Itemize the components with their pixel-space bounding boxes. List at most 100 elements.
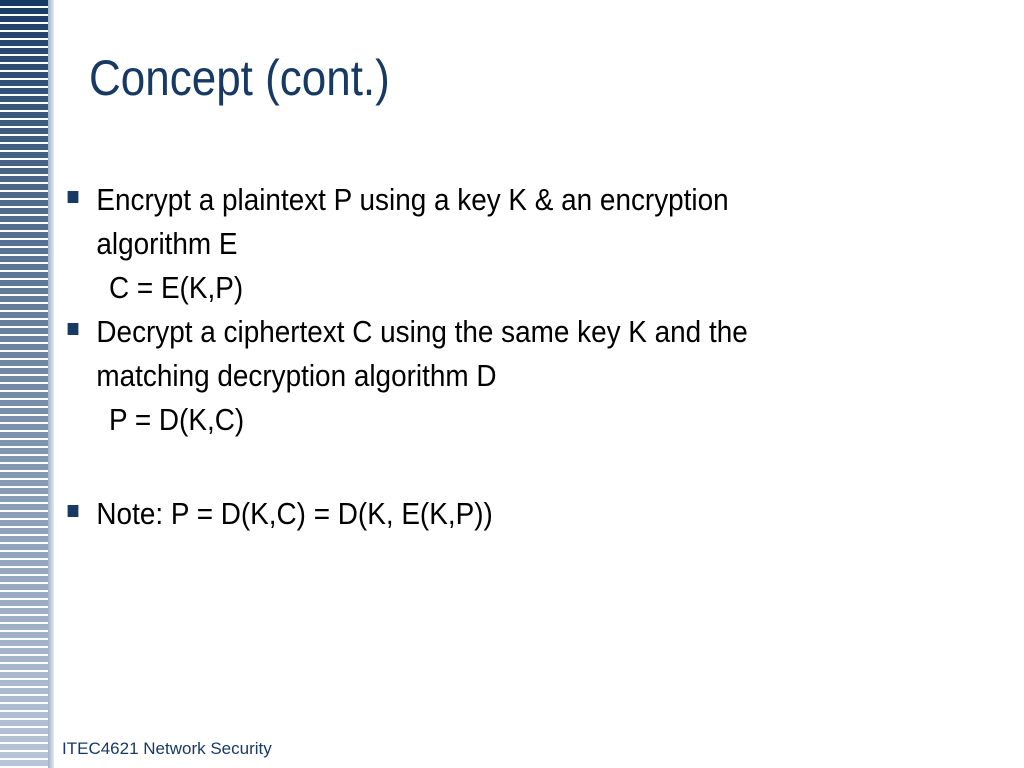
bullet-text-line: matching decryption algorithm D [96, 358, 497, 393]
sidebar-stripe [0, 464, 50, 470]
sidebar-stripe [0, 728, 50, 734]
sidebar-stripe [0, 632, 50, 638]
sidebar-stripe [0, 344, 50, 350]
sidebar-stripe [0, 296, 50, 302]
sidebar-stripe [0, 400, 50, 406]
sidebar-stripe [0, 96, 50, 102]
sidebar-stripe [0, 40, 50, 46]
sidebar-stripe [0, 640, 50, 646]
sidebar-stripe [0, 592, 50, 598]
sidebar-stripe [0, 720, 50, 726]
sidebar-stripe [0, 320, 50, 326]
sidebar-stripe [0, 456, 50, 462]
sidebar-stripe [0, 448, 50, 454]
bullet-text-line: Encrypt a plaintext P using a key K & an… [96, 182, 729, 217]
sidebar-stripe [0, 232, 50, 238]
sidebar-stripe [0, 200, 50, 206]
sidebar-stripe [0, 424, 50, 430]
sidebar-stripe [0, 384, 50, 390]
sidebar-stripe [0, 440, 50, 446]
sidebar-stripe [0, 488, 50, 494]
sidebar-stripe [0, 152, 50, 158]
sidebar-stripe [0, 408, 50, 414]
sidebar-stripe [0, 56, 50, 62]
sidebar-stripe [0, 624, 50, 630]
sidebar-stripe [0, 496, 50, 502]
sidebar-stripe [0, 432, 50, 438]
sidebar-stripe [0, 160, 50, 166]
sidebar-stripe [0, 224, 50, 230]
sidebar-stripe [0, 576, 50, 582]
bullet-item-decrypt: Decrypt a ciphertext C using the same ke… [64, 310, 906, 442]
sidebar-stripe [0, 616, 50, 622]
sidebar-stripe [0, 24, 50, 30]
sidebar-stripe [0, 144, 50, 150]
sidebar-edge [48, 0, 54, 768]
sidebar-stripe [0, 64, 50, 70]
sidebar-stripe [0, 544, 50, 550]
sidebar-stripe [0, 696, 50, 702]
sidebar-stripe [0, 504, 50, 510]
sidebar-stripe [0, 360, 50, 366]
sidebar-stripe [0, 328, 50, 334]
sidebar-stripe [0, 480, 50, 486]
sidebar-stripe [0, 128, 50, 134]
sidebar-stripe [0, 16, 50, 22]
sidebar-stripe [0, 104, 50, 110]
sidebar-stripe [0, 176, 50, 182]
sidebar-stripe [0, 168, 50, 174]
square-bullet-icon [67, 505, 79, 517]
sidebar-stripe [0, 528, 50, 534]
sidebar-stripe [0, 272, 50, 278]
sidebar-stripe [0, 552, 50, 558]
bullet-text-line: algorithm E [96, 226, 238, 261]
sidebar-stripe [0, 680, 50, 686]
sidebar-stripe [0, 600, 50, 606]
bullet-text-line: Note: P = D(K,C) = D(K, E(K,P)) [96, 496, 493, 531]
sidebar-stripes [0, 0, 50, 768]
sidebar-stripe [0, 672, 50, 678]
sidebar-stripe [0, 584, 50, 590]
sidebar-stripe [0, 752, 50, 758]
sidebar-stripe [0, 472, 50, 478]
sidebar-stripe [0, 256, 50, 262]
sidebar-stripe [0, 560, 50, 566]
bullet-formula: P = D(K,C) [109, 402, 245, 437]
sidebar-stripe [0, 80, 50, 86]
sidebar-stripe [0, 688, 50, 694]
sidebar-stripe [0, 72, 50, 78]
sidebar-stripe [0, 184, 50, 190]
bullet-formula: C = E(K,P) [109, 270, 244, 305]
sidebar-stripe [0, 392, 50, 398]
sidebar-stripe [0, 32, 50, 38]
sidebar-stripe [0, 312, 50, 318]
sidebar-stripe [0, 512, 50, 518]
sidebar-stripe [0, 112, 50, 118]
sidebar-stripe [0, 0, 50, 6]
sidebar-stripe [0, 608, 50, 614]
sidebar-stripe [0, 288, 50, 294]
bullet-text-line: Decrypt a ciphertext C using the same ke… [96, 314, 748, 349]
sidebar-stripe [0, 648, 50, 654]
sidebar-stripe [0, 280, 50, 286]
sidebar-stripe [0, 8, 50, 14]
sidebar-stripe [0, 264, 50, 270]
sidebar-stripe [0, 192, 50, 198]
sidebar-stripe [0, 336, 50, 342]
sidebar-stripe [0, 760, 50, 766]
sidebar-stripe [0, 744, 50, 750]
sidebar-stripe [0, 536, 50, 542]
sidebar-stripe [0, 416, 50, 422]
bullet-list: Encrypt a plaintext P using a key K & an… [64, 178, 894, 536]
slide-footer: ITEC4621 Network Security [62, 739, 272, 758]
sidebar-stripe [0, 704, 50, 710]
bullet-item-note: Note: P = D(K,C) = D(K, E(K,P)) [64, 492, 906, 536]
sidebar-stripe [0, 736, 50, 742]
sidebar-stripe [0, 248, 50, 254]
sidebar-stripe [0, 136, 50, 142]
sidebar-stripe [0, 664, 50, 670]
slide-title: Concept (cont.) [89, 50, 390, 106]
sidebar-stripe [0, 712, 50, 718]
bullet-item-encrypt: Encrypt a plaintext P using a key K & an… [64, 178, 906, 310]
sidebar-stripe [0, 368, 50, 374]
